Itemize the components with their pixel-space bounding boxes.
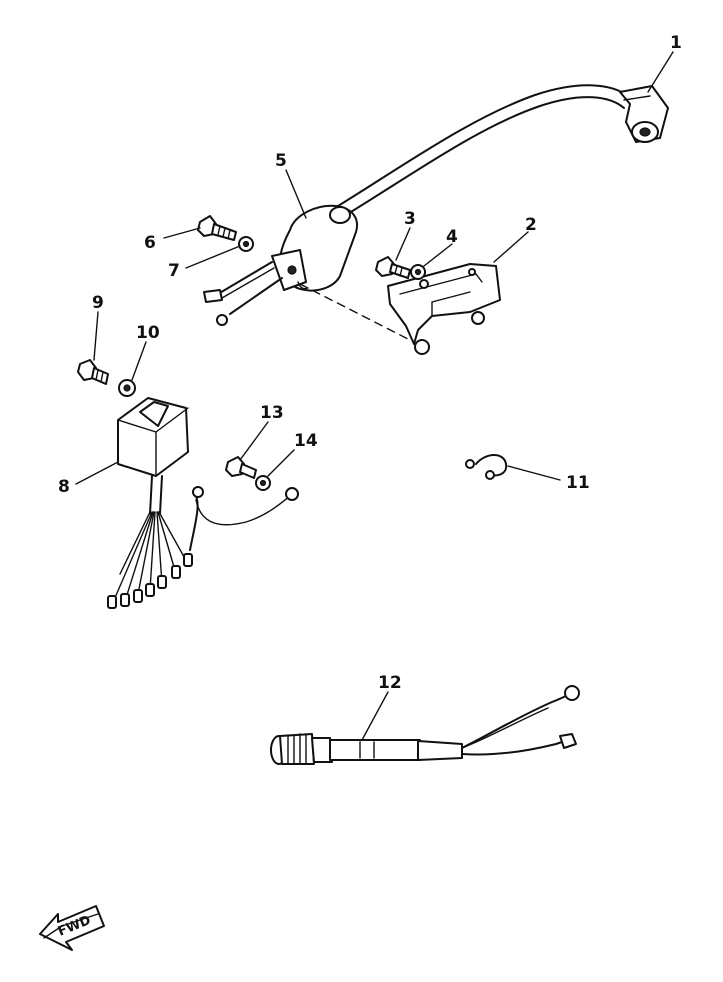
bolt-9 [77, 359, 109, 385]
clamp-11 [465, 454, 508, 480]
bolt-3 [375, 256, 411, 279]
label-9: 9 [92, 293, 104, 313]
washer-10 [118, 379, 136, 397]
label-14: 14 [294, 431, 318, 451]
engine-stop-switch-lead [270, 685, 580, 765]
fwd-arrow: FWD [39, 905, 105, 951]
washer-14 [255, 475, 271, 491]
bolt-6 [197, 215, 237, 241]
washer-7 [238, 236, 254, 252]
coil-bracket [387, 263, 501, 355]
part-number-labels: 1 2 3 4 5 6 7 8 9 10 11 12 13 14 [58, 33, 682, 693]
ignition-coil [203, 204, 358, 326]
leader-lines [75, 51, 674, 741]
label-4: 4 [446, 227, 458, 247]
label-6: 6 [144, 233, 156, 253]
label-12: 12 [378, 673, 402, 693]
label-5: 5 [275, 151, 287, 171]
alignment-dash-line [299, 283, 411, 341]
label-13: 13 [260, 403, 284, 423]
label-2: 2 [525, 215, 537, 235]
label-1: 1 [670, 33, 682, 53]
label-8: 8 [58, 477, 70, 497]
washer-4 [410, 264, 426, 280]
bolt-13 [225, 456, 257, 479]
label-11: 11 [566, 473, 590, 493]
label-7: 7 [168, 261, 180, 281]
label-3: 3 [404, 209, 416, 229]
label-10: 10 [136, 323, 160, 343]
cdi-unit [107, 397, 299, 609]
spark-plug-cap-and-cable [337, 84, 669, 216]
